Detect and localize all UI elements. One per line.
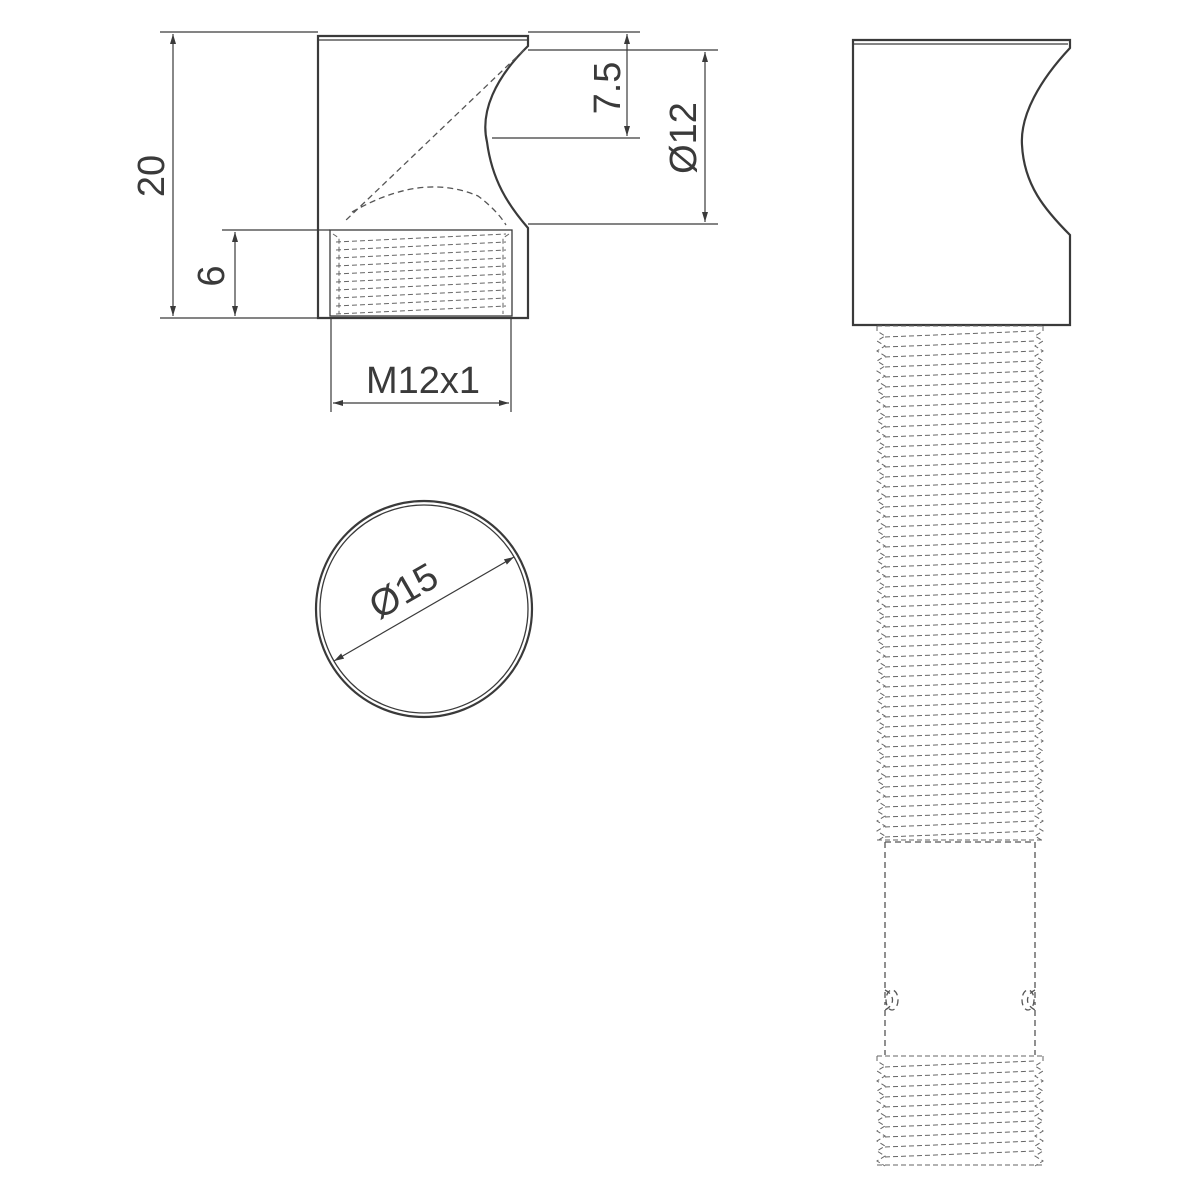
dimension-outer-diameter-line: [333, 556, 515, 662]
dimension-notch-diameter-label: Ø12: [663, 102, 705, 174]
side-view: [851, 38, 1072, 1167]
dimension-notch-depth-label: 7.5: [587, 62, 629, 115]
dimension-notch-diameter: Ø12: [528, 49, 718, 225]
front-view-hidden-notch: [343, 49, 525, 226]
threaded-rod-upper: [876, 325, 1044, 842]
top-view-inner-circle: [319, 504, 529, 714]
front-view-thread-bore: [329, 229, 513, 317]
dimension-thread-spec-label: M12x1: [366, 360, 480, 402]
top-view: Ø15: [314, 499, 534, 719]
front-view: [316, 34, 530, 320]
dimension-thread-depth: 6: [191, 229, 330, 316]
dimension-outer-diameter-label: Ø15: [362, 555, 445, 627]
dimension-thread-depth-label: 6: [191, 265, 233, 286]
dimension-overall-height: 20: [131, 31, 318, 319]
front-view-body-outline: [316, 34, 530, 320]
threaded-rod-shaft: [884, 841, 1036, 1055]
dimension-overall-height-label: 20: [131, 155, 173, 197]
front-view-thread-lines: [332, 233, 510, 315]
threaded-rod-lower: [876, 1055, 1044, 1167]
dimension-thread-spec: M12x1: [330, 318, 512, 412]
top-view-outer-circle: [314, 499, 534, 719]
dimension-notch-depth: 7.5: [492, 31, 640, 139]
side-view-body-outline: [851, 38, 1072, 327]
